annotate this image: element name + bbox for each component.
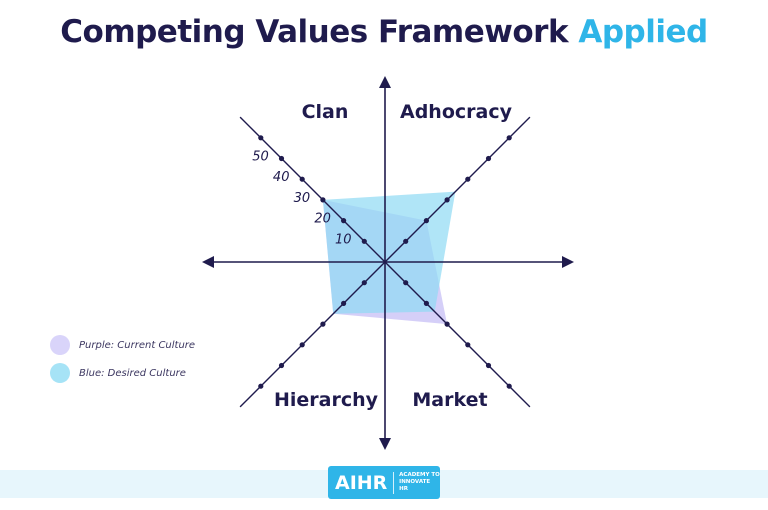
quadrant-label-adhocracy: Adhocracy	[400, 101, 513, 123]
title-accent: Applied	[578, 14, 708, 50]
tick-dot-hierarchy	[299, 342, 305, 348]
tick-label: 20	[314, 212, 331, 227]
diagonal-axis-hierarchy	[239, 261, 386, 408]
series-polygon-desired	[322, 191, 456, 314]
tick-dot-market	[403, 280, 409, 286]
arrow-up-icon	[379, 76, 391, 88]
page-title: Competing Values Framework Applied	[0, 14, 768, 50]
tick-dot-clan	[320, 197, 326, 203]
tick-dot-clan	[299, 176, 305, 182]
tick-dot-clan	[258, 135, 264, 141]
tick-dot-hierarchy	[320, 321, 326, 327]
tick-label: 10	[335, 232, 352, 247]
tick-dot-market	[423, 300, 429, 306]
logo-divider	[393, 471, 395, 494]
legend-label-current: Purple: Current Culture	[79, 339, 196, 351]
legend-swatch-desired	[50, 363, 70, 383]
tick-dot-clan	[278, 155, 285, 162]
legend-label-desired: Blue: Desired Culture	[79, 367, 186, 379]
tick-dot-market	[444, 321, 450, 327]
tick-dot-market	[485, 362, 492, 369]
aihr-logo: AIHR ACADEMY TO INNOVATE HR	[328, 466, 440, 499]
tick-dot-clan	[361, 238, 367, 244]
title-main: Competing Values Framework	[60, 14, 569, 50]
quadrant-label-hierarchy: Hierarchy	[274, 389, 379, 411]
tick-dot-market	[465, 342, 471, 348]
tick-dot-adhocracy	[506, 135, 512, 141]
tick-dot-adhocracy	[423, 218, 429, 224]
diagonal-axis-market	[384, 261, 531, 408]
arrow-down-icon	[379, 438, 391, 450]
diagonal-axis-adhocracy	[384, 116, 531, 263]
legend-swatch-current	[50, 335, 70, 355]
quadrant-label-market: Market	[412, 389, 487, 411]
logo-tagline: ACADEMY TO INNOVATE HR	[399, 472, 440, 492]
diagonal-axis-clan	[239, 116, 386, 263]
tick-dot-market	[506, 383, 512, 389]
tick-label: 50	[252, 150, 269, 165]
arrow-left-icon	[202, 256, 214, 268]
tick-dot-adhocracy	[465, 176, 471, 182]
tick-dot-clan	[341, 218, 347, 224]
tick-dot-hierarchy	[278, 362, 285, 369]
legend: Purple: Current Culture Blue: Desired Cu…	[50, 334, 195, 390]
legend-item-desired: Blue: Desired Culture	[50, 362, 195, 384]
tick-dot-hierarchy	[258, 383, 264, 389]
tick-dot-adhocracy	[403, 238, 409, 244]
tick-label: 40	[273, 170, 290, 185]
tick-dot-adhocracy	[444, 197, 450, 203]
arrow-right-icon	[562, 256, 574, 268]
tick-label: 30	[294, 191, 311, 206]
legend-item-current: Purple: Current Culture	[50, 334, 195, 356]
tick-dot-hierarchy	[341, 300, 347, 306]
logo-word: AIHR	[335, 471, 388, 494]
tick-dot-hierarchy	[361, 280, 367, 286]
tick-dot-adhocracy	[485, 155, 492, 162]
quadrant-label-clan: Clan	[302, 101, 349, 123]
